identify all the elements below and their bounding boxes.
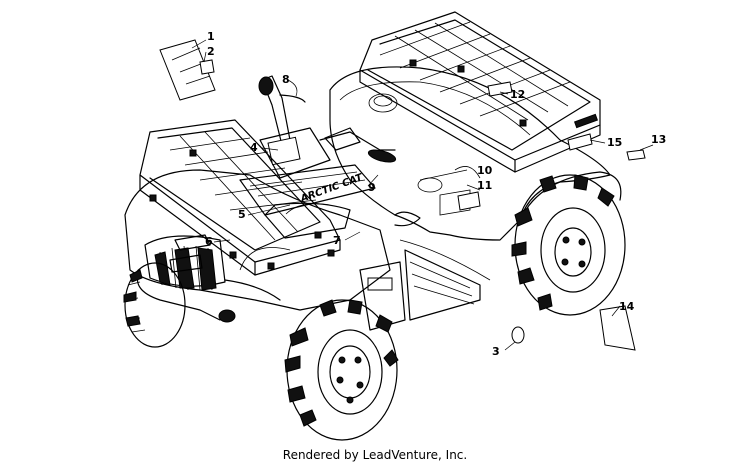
decal-1	[159, 39, 216, 101]
rear-cargo-rack	[359, 11, 601, 173]
callout-1: 1	[207, 30, 215, 43]
footer-credit: Rendered by LeadVenture, Inc.	[282, 448, 468, 462]
callout-10: 10	[477, 164, 493, 177]
decal-13	[626, 149, 646, 161]
rear-right-wheel	[511, 174, 626, 316]
callout-11: 11	[477, 179, 492, 192]
callout-5: 5	[238, 208, 246, 221]
callout-12: 12	[510, 88, 525, 101]
decal-2	[199, 59, 215, 75]
decal-15	[567, 133, 593, 151]
callout-14: 14	[619, 300, 635, 313]
callout-15: 15	[607, 136, 622, 149]
callout-4: 4	[250, 141, 258, 154]
callout-3: 3	[492, 345, 500, 358]
front-cargo-rack	[139, 119, 341, 276]
front-left-wheel	[123, 262, 186, 348]
callout-8: 8	[282, 73, 290, 86]
callout-9: 9	[368, 181, 376, 194]
atv-body	[329, 66, 622, 331]
callout-labels: 1 2 3 4 5 6 7 8 9 10 11 12 13 14 15	[205, 30, 666, 358]
leader-lines	[191, 39, 654, 351]
handlebar-assembly	[258, 75, 397, 179]
front-right-wheel	[284, 299, 399, 441]
decal-12	[487, 81, 513, 97]
callout-6: 6	[205, 235, 213, 248]
callout-2: 2	[207, 45, 215, 58]
decal-11	[457, 191, 481, 211]
callout-13: 13	[651, 133, 666, 146]
decal-3	[511, 326, 525, 344]
loose-decals	[159, 39, 646, 351]
decal-14	[599, 305, 636, 351]
callout-7: 7	[333, 234, 341, 247]
